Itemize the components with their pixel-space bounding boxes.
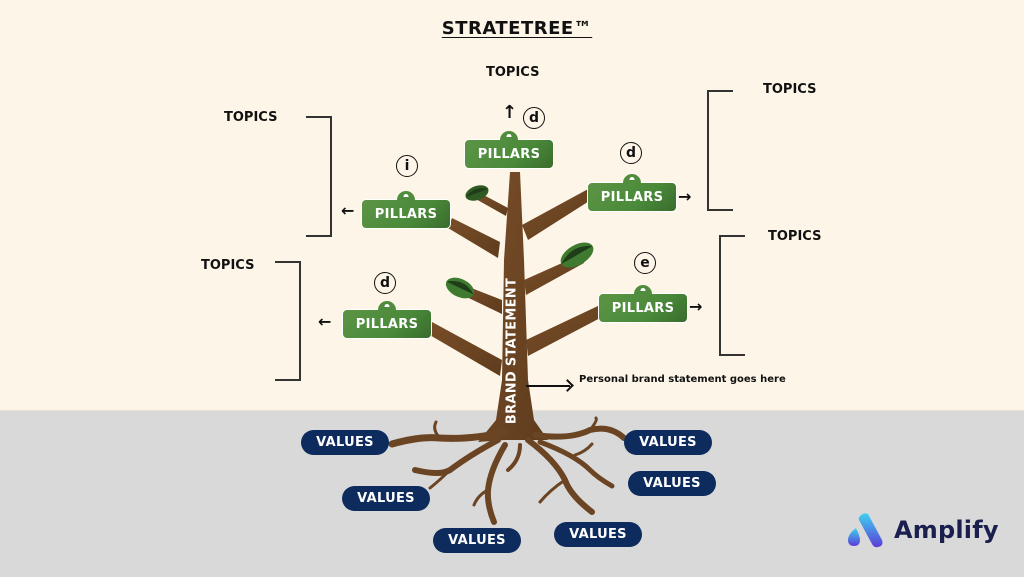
leaf — [445, 277, 475, 299]
root — [506, 443, 522, 472]
brand-statement-label: BRAND STATEMENT — [504, 277, 520, 425]
topics-upper-right-bracket — [707, 90, 733, 211]
title-text: STRATETREE™ — [441, 18, 593, 39]
root — [428, 468, 452, 490]
leaves — [445, 185, 594, 299]
root — [484, 442, 508, 525]
arrow-left-icon: ← — [318, 312, 332, 331]
topics-lower-left-label: TOPICS — [201, 258, 255, 273]
values-pill[interactable]: VALUES — [433, 528, 521, 553]
badge-lower-left: d — [374, 272, 396, 294]
root — [532, 425, 627, 441]
amplify-logo-icon — [848, 513, 883, 548]
statement-arrow-icon — [526, 385, 570, 387]
arrow-right-icon: → — [689, 297, 703, 316]
leaf — [560, 242, 594, 268]
values-pill[interactable]: VALUES — [628, 471, 716, 496]
roots — [388, 416, 627, 525]
pillar-top[interactable]: PILLARS — [464, 139, 554, 169]
logo-text: Amplify — [894, 516, 999, 544]
topics-lower-right-label: TOPICS — [768, 229, 822, 244]
leaf — [465, 185, 489, 201]
root — [412, 437, 501, 476]
pillar-upper-left[interactable]: PILLARS — [361, 199, 451, 229]
root — [537, 439, 615, 489]
topics-upper-left-label: TOPICS — [224, 110, 278, 125]
brand-statement-note: Personal brand statement goes here — [579, 374, 786, 385]
badge-lower-right: e — [634, 252, 656, 274]
root — [573, 442, 594, 457]
topics-upper-left-bracket — [306, 116, 332, 237]
root — [588, 416, 598, 432]
badge-top: d — [523, 107, 545, 129]
values-pill[interactable]: VALUES — [624, 430, 712, 455]
pillar-upper-right[interactable]: PILLARS — [587, 182, 677, 212]
topics-top-label: TOPICS — [486, 65, 540, 80]
branch-lower-left — [428, 322, 502, 376]
topics-lower-left-bracket — [275, 261, 301, 381]
branch-upper-right — [522, 188, 594, 240]
arrow-up-icon: ↑ — [502, 102, 518, 123]
diagram-title: STRATETREE™ — [0, 18, 1024, 39]
arrow-left-icon: ← — [341, 201, 355, 220]
topics-upper-right-label: TOPICS — [763, 82, 817, 97]
branch-upper-left — [448, 218, 500, 258]
values-pill[interactable]: VALUES — [554, 522, 642, 547]
amplify-logo: Amplify — [846, 512, 999, 548]
arrow-right-icon: → — [678, 187, 692, 206]
pillar-lower-right[interactable]: PILLARS — [598, 293, 688, 323]
trunk — [478, 172, 548, 442]
branch-lower-right — [526, 305, 604, 356]
badge-upper-left: i — [396, 155, 418, 177]
root — [472, 488, 490, 507]
root — [538, 478, 567, 504]
root — [433, 420, 442, 440]
topics-lower-right-bracket — [719, 235, 745, 356]
pillar-lower-left[interactable]: PILLARS — [342, 309, 432, 339]
badge-upper-right: d — [620, 142, 642, 164]
values-pill[interactable]: VALUES — [301, 430, 389, 455]
values-pill[interactable]: VALUES — [342, 486, 430, 511]
